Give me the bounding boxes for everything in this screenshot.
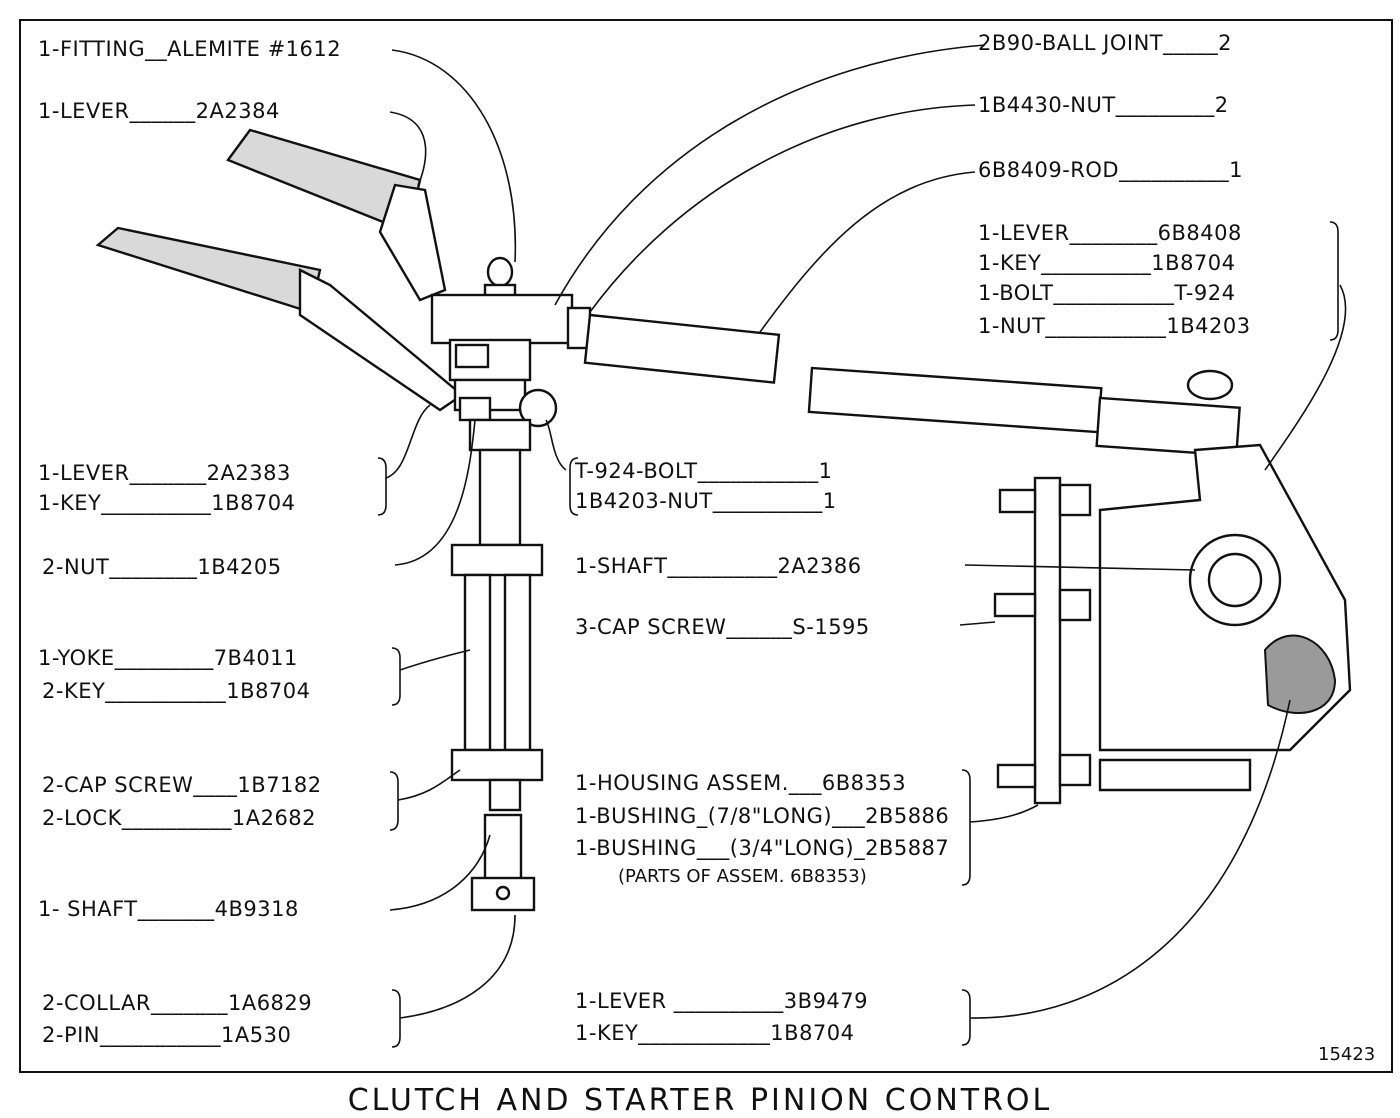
- yoke-bottom-clamp: [450, 748, 544, 782]
- stud-bottom: [996, 763, 1037, 789]
- leader-shaft1: [389, 834, 491, 911]
- top-cross-bar: [430, 293, 574, 345]
- label-key-1b8704-a: 1-KEY__________1B8704: [978, 251, 1236, 276]
- label-yoke: 1-YOKE_________7B4011: [38, 646, 298, 671]
- bracket-bolt-nut: [569, 457, 579, 516]
- label-pin-2: 2-PIN___________1A530: [42, 1023, 291, 1048]
- label-lever-2a2383: 1-LEVER_______2A2383: [38, 461, 291, 486]
- leader-fitting: [391, 49, 517, 263]
- label-collar-2: 2-COLLAR_______1A6829: [42, 991, 312, 1016]
- shaft-bore: [1207, 552, 1263, 608]
- right-rod-end: [1095, 396, 1241, 457]
- collar-pin: [495, 885, 511, 901]
- leader-balljoint: [554, 44, 986, 306]
- labels-left: 1-FITTING__ALEMITE #1612 1-LEVER______2A…: [38, 37, 341, 1048]
- leader-lever8408: [1264, 284, 1347, 471]
- flange-nut-mid: [1058, 588, 1092, 622]
- leader-capscrew3: [959, 621, 996, 626]
- label-rod-6b8409: 6B8409-ROD__________1: [978, 158, 1243, 183]
- label-nut-1b4430: 1B4430-NUT_________2: [978, 93, 1229, 118]
- label-lever-2a2384: 1-LEVER______2A2384: [38, 99, 280, 124]
- yoke-top-clamp: [450, 543, 544, 577]
- label-fitting: 1-FITTING__ALEMITE #1612: [38, 37, 341, 62]
- bracket-lever-key: [377, 457, 387, 516]
- label-key-1b8704: 1-KEY__________1B8704: [38, 491, 296, 516]
- right-rod: [807, 366, 1103, 434]
- lever-clamp: [453, 378, 527, 412]
- alemite-fitting: [486, 256, 514, 288]
- stud-mid: [993, 592, 1037, 618]
- lower-lever-arm: [298, 268, 464, 412]
- bracket-capscrew-lock: [389, 771, 399, 831]
- yoke-side-left: [463, 573, 492, 752]
- label-lever-6b8408: 1-LEVER________6B8408: [978, 221, 1242, 246]
- yoke-side-right: [503, 573, 532, 752]
- leader-rod: [759, 171, 976, 333]
- right-fitting: [1186, 369, 1234, 401]
- label-nut-1b4203: 1-NUT___________1B4203: [978, 314, 1251, 339]
- left-lever-assembly: [95, 128, 781, 912]
- leader-collar: [399, 914, 516, 1019]
- stud-top: [998, 488, 1037, 514]
- bracket-collar-pin: [391, 989, 401, 1048]
- label-capscrew-2: 2-CAP SCREW____1B7182: [42, 773, 322, 798]
- bracket-yoke-key: [391, 647, 401, 706]
- hub-nut-bottom: [458, 396, 492, 422]
- label-bushing-7-8: 1-BUSHING_(7/8"LONG)___2B5886: [575, 804, 949, 829]
- label-lock-2: 2-LOCK__________1A2682: [42, 806, 316, 831]
- label-key-2: 2-KEY___________1B8704: [42, 679, 311, 704]
- label-nut-1b4205: 2-NUT________1B4205: [42, 555, 282, 580]
- flange-nut-top: [1058, 483, 1092, 517]
- label-bushing-3-4: 1-BUSHING___(3/4"LONG)_2B5887: [575, 836, 949, 861]
- leader-nut2: [394, 419, 476, 566]
- right-housing-assembly: [807, 366, 1352, 805]
- control-rod: [583, 313, 781, 384]
- upper-lever-arm: [378, 183, 447, 302]
- figure-number: 15423: [1318, 1044, 1375, 1065]
- leader-nut4430: [589, 104, 976, 313]
- upper-shaft: [478, 448, 522, 547]
- label-parts-of-assem: (PARTS OF ASSEM. 6B8353): [618, 866, 867, 887]
- bracket-housing: [961, 769, 971, 886]
- hub-nut-top: [454, 343, 490, 369]
- label-shaft-2a2386: 1-SHAFT__________2A2386: [575, 554, 862, 579]
- leader-yoke: [399, 649, 471, 671]
- label-key-1b8704-b: 1-KEY____________1B8704: [575, 1021, 855, 1046]
- leader-housing: [969, 804, 1039, 823]
- leader-lever2: [385, 404, 431, 479]
- leader-tbolt: [545, 419, 567, 471]
- lower-handle-grip: [95, 226, 322, 314]
- lever-boss: [468, 418, 532, 452]
- leader-shaft2386: [964, 564, 1196, 571]
- housing-foot: [1098, 758, 1252, 792]
- labels-right-top: 2B90-BALL JOINT_____2 1B4430-NUT________…: [978, 31, 1251, 339]
- lever-cutaway: [1263, 634, 1337, 714]
- clamp-bolt-head: [518, 388, 558, 428]
- label-t924-bolt: T-924-BOLT___________1: [574, 459, 832, 484]
- leader-lever9479: [969, 699, 1291, 1019]
- group-brackets: [377, 221, 1339, 1048]
- label-1b4203-nut: 1B4203-NUT__________1: [575, 489, 837, 514]
- label-bolt-t924: 1-BOLT___________T-924: [978, 281, 1235, 306]
- label-shaft-4b9318: 1- SHAFT_______4B9318: [38, 897, 299, 922]
- flange-nut-bottom: [1058, 753, 1092, 787]
- labels-middle: T-924-BOLT___________1 1B4203-NUT_______…: [574, 459, 949, 1046]
- leader-lines: [385, 44, 1347, 1019]
- label-housing-assem: 1-HOUSING ASSEM.___6B8353: [575, 771, 906, 796]
- bracket-right-top: [1329, 221, 1339, 341]
- bracket-lever-key-bottom: [961, 989, 971, 1046]
- label-ball-joint: 2B90-BALL JOINT_____2: [978, 31, 1232, 56]
- leader-capscrew2: [397, 769, 461, 801]
- figure-caption: CLUTCH AND STARTER PINION CONTROL: [348, 1083, 1053, 1118]
- mounting-flange: [1033, 476, 1062, 805]
- label-capscrew-3: 3-CAP SCREW______S-1595: [575, 615, 870, 640]
- lower-shaft: [483, 813, 523, 882]
- figure-border: [19, 19, 1393, 1073]
- leader-lever1: [389, 111, 427, 186]
- label-lever-3b9479: 1-LEVER __________3B9479: [575, 989, 868, 1014]
- yoke-coupling: [488, 778, 522, 812]
